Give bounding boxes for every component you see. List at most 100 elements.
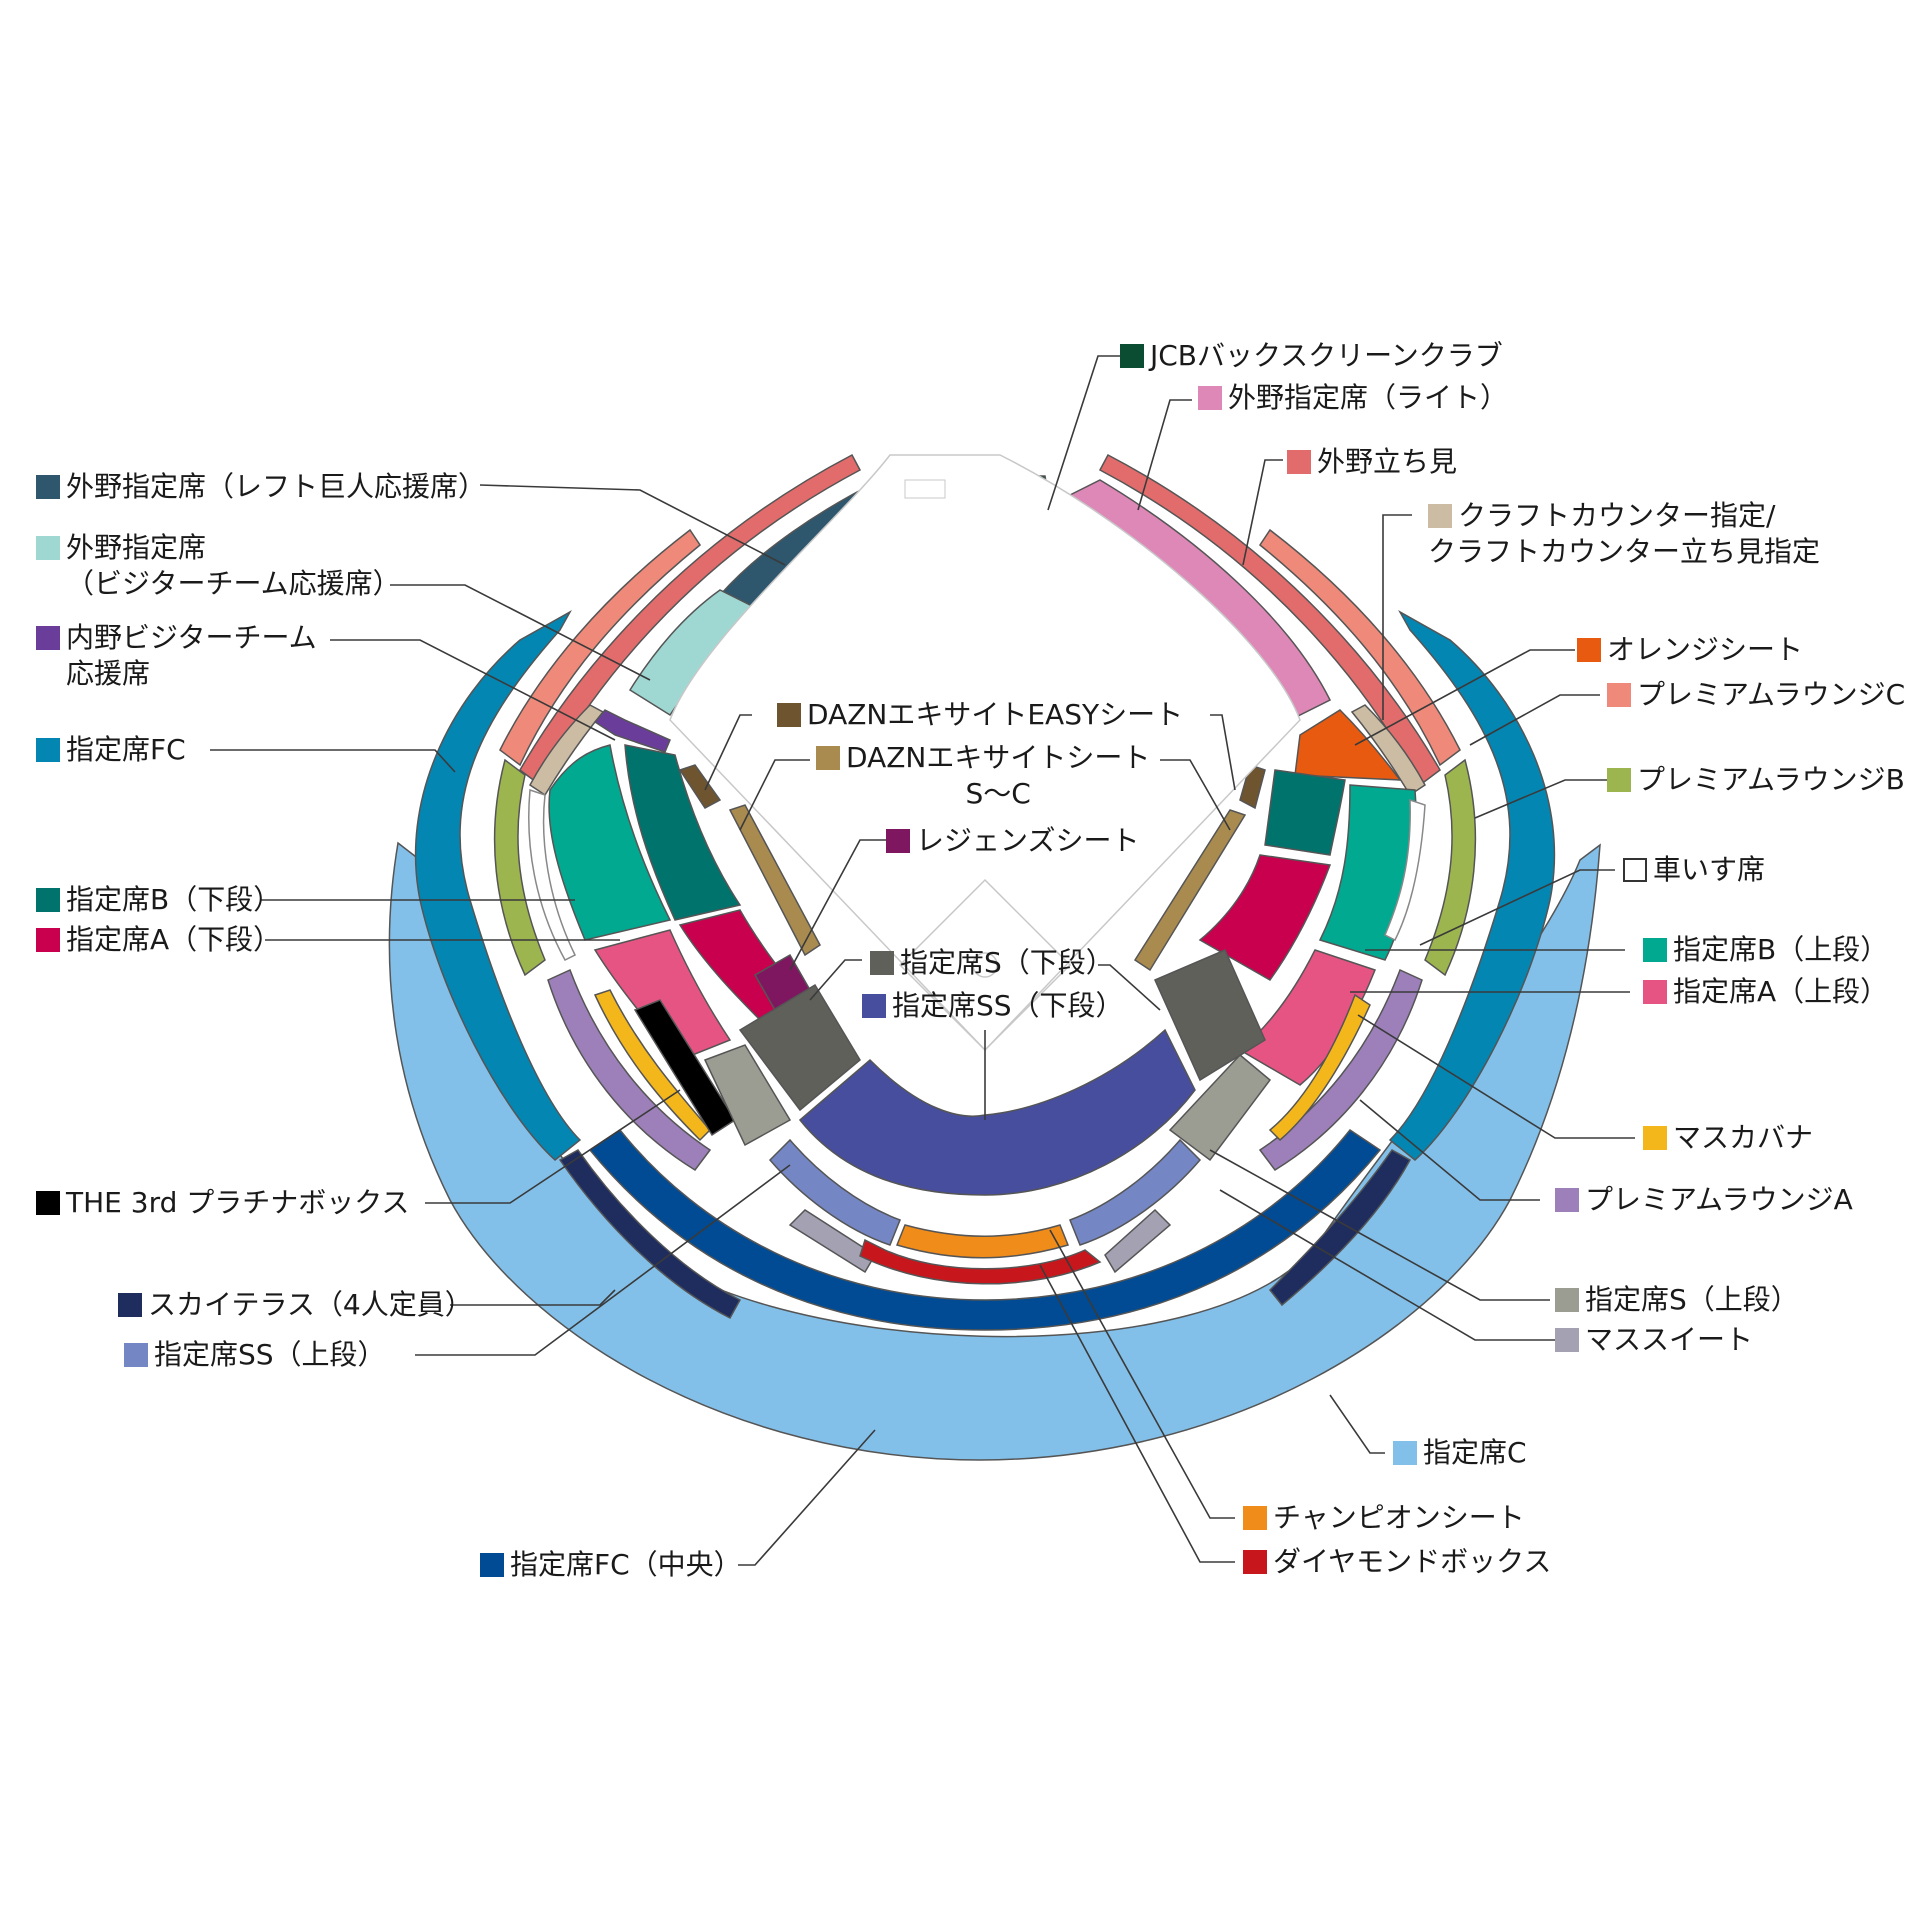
section-reserved-b-lower-right[interactable]	[1264, 769, 1346, 856]
leader-lines-right	[1039, 355, 1635, 1563]
section-premium-lounge-a-left[interactable]	[547, 968, 712, 1171]
wheelchair-section-left	[528, 788, 577, 961]
section-dazn-left[interactable]	[728, 804, 821, 957]
section-masukabana-right[interactable]	[1268, 993, 1371, 1142]
legend-sky-terrace: スカイテラス（4人定員）	[118, 1287, 473, 1323]
legend-label: 指定席B（下段）	[66, 883, 282, 916]
section-reserved-ss-upper-left[interactable]	[768, 1138, 901, 1246]
legend-wheelchair: 車いす席	[1623, 852, 1765, 888]
legend-label: 車いす席	[1653, 853, 1766, 886]
legend-reserved-fc: 指定席FC	[36, 732, 186, 768]
legend-swatch	[36, 738, 60, 762]
section-sky-terrace-right[interactable]	[1268, 1149, 1412, 1307]
legend-label-line2: （ビジターチーム応援席）	[66, 567, 401, 600]
section-sky-terrace-left[interactable]	[558, 1149, 742, 1319]
section-reserved-fc-center[interactable]	[588, 1128, 1382, 1331]
legend-champion: チャンピオンシート	[1243, 1500, 1525, 1536]
legend-swatch	[1555, 1188, 1579, 1212]
legend-label-line2: 応援席	[66, 657, 151, 690]
legend-label-line1: クラフトカウンター指定/	[1458, 499, 1776, 532]
section-reserved-b-lower-left[interactable]	[624, 744, 742, 921]
section-outfield-standing-right[interactable]	[1098, 453, 1441, 787]
legend-label: 指定席SS（下段）	[892, 989, 1124, 1022]
section-reserved-a-upper-left[interactable]	[593, 929, 732, 1061]
section-reserved-ss-lower[interactable]	[798, 1028, 1196, 1196]
legend-reserved-ss-lower: 指定席SS（下段）	[862, 988, 1124, 1024]
legend-label: レジェンズシート	[916, 824, 1140, 857]
section-premium-lounge-c-right[interactable]	[1258, 528, 1461, 767]
legend-swatch	[1607, 683, 1631, 707]
legend-label-block: DAZNエキサイトシート S～C	[846, 740, 1150, 812]
legend-dazn: DAZNエキサイトシート S～C	[816, 740, 1150, 812]
section-reserved-s-upper-left[interactable]	[703, 1044, 792, 1147]
legend-legends: レジェンズシート	[886, 823, 1139, 859]
legend-label-block: 外野指定席 （ビジターチーム応援席）	[66, 530, 401, 602]
section-orange-seat[interactable]	[1294, 709, 1402, 781]
legend-swatch	[1428, 504, 1452, 528]
legend-label-line1: 外野指定席	[66, 531, 207, 564]
section-reserved-fc-right[interactable]	[1388, 610, 1556, 1161]
baseball-field	[669, 454, 1301, 1052]
legend-premium-a: プレミアムラウンジA	[1555, 1182, 1853, 1218]
legend-label: DAZNエキサイトEASYシート	[807, 698, 1184, 731]
legend-label: 指定席A（上段）	[1673, 975, 1889, 1008]
legend-swatch	[1643, 1126, 1667, 1150]
legend-swatch	[1393, 1441, 1417, 1465]
legend-label: 指定席FC	[66, 733, 186, 766]
legend-swatch	[36, 1191, 60, 1215]
legend-infield-visitor: 内野ビジターチーム 応援席	[36, 620, 317, 692]
legend-label: ダイヤモンドボックス	[1273, 1545, 1552, 1578]
section-dazn-right[interactable]	[1133, 809, 1247, 972]
legend-swatch	[1607, 768, 1631, 792]
legend-reserved-b-upper: 指定席B（上段）	[1643, 932, 1888, 968]
section-reserved-s-lower-left[interactable]	[738, 983, 861, 1112]
legend-orange: オレンジシート	[1577, 632, 1803, 668]
legend-reserved-fc-center: 指定席FC（中央）	[480, 1547, 742, 1583]
legend-premium-c: プレミアムラウンジC	[1607, 677, 1905, 713]
section-champion[interactable]	[895, 1224, 1070, 1259]
legend-label-line1: 内野ビジターチーム	[66, 621, 317, 654]
section-premium-lounge-b-left[interactable]	[493, 758, 546, 977]
legend-label-line2: クラフトカウンター立ち見指定	[1428, 535, 1821, 568]
section-mass-suite-right[interactable]	[1104, 1208, 1172, 1274]
pitcher-mound	[972, 952, 998, 978]
section-reserved-fc-left[interactable]	[414, 610, 582, 1161]
backscreen	[904, 479, 946, 499]
legend-swatch	[1643, 938, 1667, 962]
leader-lines-left	[210, 484, 1161, 1566]
legend-premium-b: プレミアムラウンジB	[1607, 762, 1905, 798]
legend-swatch	[1555, 1328, 1579, 1352]
legend-label: 指定席S（上段）	[1585, 1283, 1799, 1316]
legend-outfield-right: 外野指定席（ライト）	[1198, 380, 1508, 416]
section-reserved-s-lower-right[interactable]	[1154, 949, 1266, 1082]
legend-label: 外野立ち見	[1317, 445, 1458, 478]
legend-reserved-a-lower: 指定席A（下段）	[36, 922, 281, 958]
section-reserved-b-upper-left[interactable]	[548, 744, 672, 941]
section-reserved-a-lower-right[interactable]	[1198, 854, 1332, 981]
section-reserved-ss-upper-right[interactable]	[1069, 1138, 1202, 1246]
legend-swatch	[870, 951, 894, 975]
legend-swatch	[1555, 1288, 1579, 1312]
legend-swatch	[480, 1553, 504, 1577]
legend-label: 指定席A（下段）	[66, 923, 282, 956]
section-dazn-easy-left[interactable]	[678, 764, 722, 809]
section-reserved-s-upper-right[interactable]	[1168, 1053, 1272, 1162]
wheelchair-section	[1384, 798, 1426, 942]
legend-label: THE 3rd プラチナボックス	[66, 1186, 410, 1219]
section-diamond-box[interactable]	[859, 1238, 1102, 1285]
legend-reserved-ss-upper: 指定席SS（上段）	[124, 1337, 386, 1373]
legend-label-line2: S～C	[965, 777, 1031, 810]
legend-swatch	[1243, 1550, 1267, 1574]
legend-swatch	[36, 536, 60, 560]
legend-swatch	[1577, 638, 1601, 662]
legend-swatch	[1243, 1506, 1267, 1530]
legend-label: チャンピオンシート	[1273, 1501, 1525, 1534]
legend-label-block: 内野ビジターチーム 応援席	[66, 620, 317, 692]
legend-label: スカイテラス（4人定員）	[148, 1288, 473, 1321]
legend-reserved-a-upper: 指定席A（上段）	[1643, 974, 1888, 1010]
section-premium-lounge-b-right[interactable]	[1424, 758, 1477, 977]
section-infield-visitor[interactable]	[593, 709, 671, 753]
legend-label: オレンジシート	[1607, 633, 1804, 666]
legend-diamond: ダイヤモンドボックス	[1243, 1544, 1551, 1580]
legend-reserved-s-lower: 指定席S（下段）	[870, 945, 1114, 981]
